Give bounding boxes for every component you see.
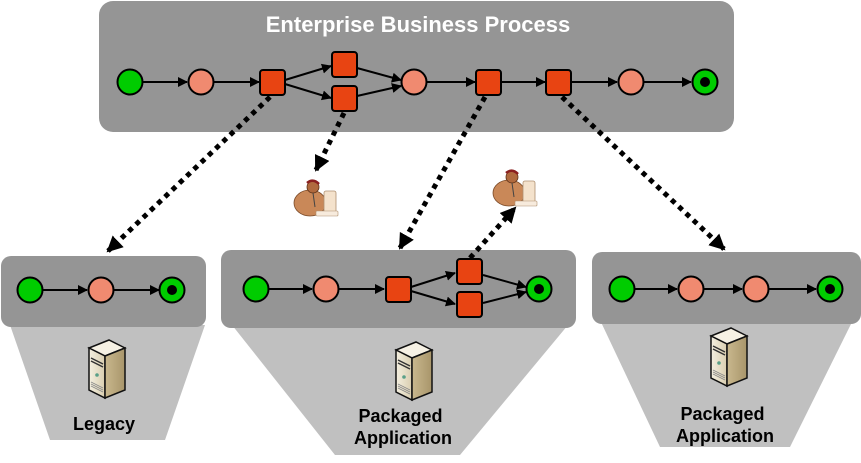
enterprise-flow-nodes (116, 51, 719, 112)
server-icon (710, 327, 748, 387)
activity-node (742, 275, 770, 303)
activity-node (677, 275, 705, 303)
user-at-computer-icon (491, 169, 539, 208)
delegation-arrow-to-legacy (106, 95, 272, 253)
activity-node (312, 275, 340, 303)
task-node (259, 69, 286, 96)
server-icon (88, 339, 126, 399)
task-node (331, 85, 358, 112)
activity-node (400, 68, 428, 96)
end-event (691, 68, 719, 96)
start-event (16, 276, 44, 304)
start-event (242, 275, 270, 303)
activity-node (87, 276, 115, 304)
delegation-arrow-to-packaged-application-2 (560, 95, 726, 251)
packaged-application-1-label: Packaged Application (354, 406, 452, 448)
legacy-flow-nodes (16, 276, 186, 304)
delegation-arrows (106, 95, 726, 260)
end-event (816, 275, 844, 303)
task-node (456, 258, 483, 285)
start-event (608, 275, 636, 303)
server-icon (395, 341, 433, 401)
end-event (525, 275, 553, 303)
task-node (385, 276, 412, 303)
task-node (331, 51, 358, 78)
packaged-application-1-flow-nodes (242, 258, 553, 318)
packaged-application-1-flow-edges (269, 270, 527, 307)
task-node (456, 291, 483, 318)
end-event (158, 276, 186, 304)
task-node (545, 69, 572, 96)
delegation-arrow-to-user-2 (468, 206, 517, 260)
enterprise-process-panel (99, 1, 734, 132)
packaged-application-2-label: Packaged Application (676, 404, 774, 446)
packaged-application-2-flow-nodes (608, 275, 844, 303)
delegation-arrow-to-user-1 (313, 111, 347, 172)
activity-node (617, 68, 645, 96)
enterprise-process-title: Enterprise Business Process (266, 12, 570, 37)
start-event (116, 68, 144, 96)
user-at-computer-icon (292, 179, 340, 218)
activity-node (187, 68, 215, 96)
task-node (475, 69, 502, 96)
delegation-arrow-to-packaged-application-1 (397, 95, 488, 250)
legacy-label: Legacy (73, 414, 135, 434)
enterprise-flow-edges (143, 63, 692, 101)
